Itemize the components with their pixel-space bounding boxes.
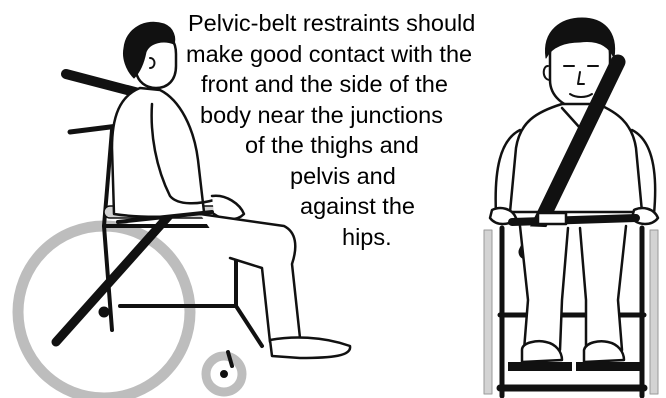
- right-footplate: [576, 362, 640, 371]
- right-wheel-rim: [650, 230, 658, 394]
- caption: Pelvic-belt restraints should make good …: [170, 8, 550, 252]
- left-footplate: [508, 362, 572, 371]
- caption-line-2: make good contact with the: [170, 39, 550, 70]
- caption-line-8: hips.: [170, 222, 550, 253]
- side-shoe: [270, 338, 350, 358]
- left-wheel-rim: [484, 230, 492, 394]
- caption-line-1: Pelvic-belt restraints should: [170, 8, 550, 39]
- caption-line-6: pelvis and: [170, 161, 550, 192]
- rear-wheel-hub: [99, 307, 109, 317]
- caption-line-5: of the thighs and: [170, 130, 550, 161]
- front-right-leg: [580, 226, 626, 350]
- caption-line-4: body near the junctions: [170, 100, 550, 131]
- caster-hub: [221, 371, 228, 378]
- caption-line-7: against the: [170, 191, 550, 222]
- caption-line-3: front and the side of the: [170, 69, 550, 100]
